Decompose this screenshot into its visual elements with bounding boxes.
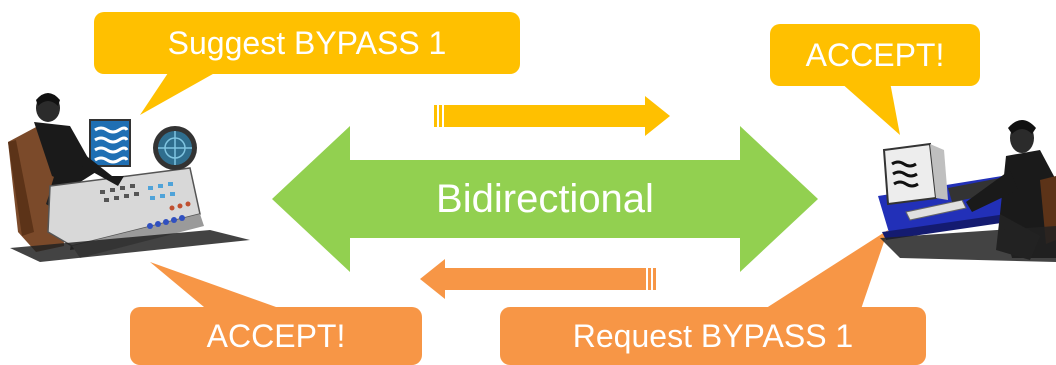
speech-bubble-accept-left: [130, 262, 422, 365]
speech-bubble-suggest: [94, 12, 520, 115]
arrow-right-yellow: [434, 96, 670, 136]
bidirectional-arrow: [272, 126, 818, 272]
right-operator-workstation: [878, 120, 1056, 262]
speech-bubble-request: [500, 230, 926, 365]
left-operator-workstation: [8, 93, 250, 262]
speech-bubble-accept-right: [770, 24, 980, 135]
arrow-left-orange: [420, 259, 656, 299]
